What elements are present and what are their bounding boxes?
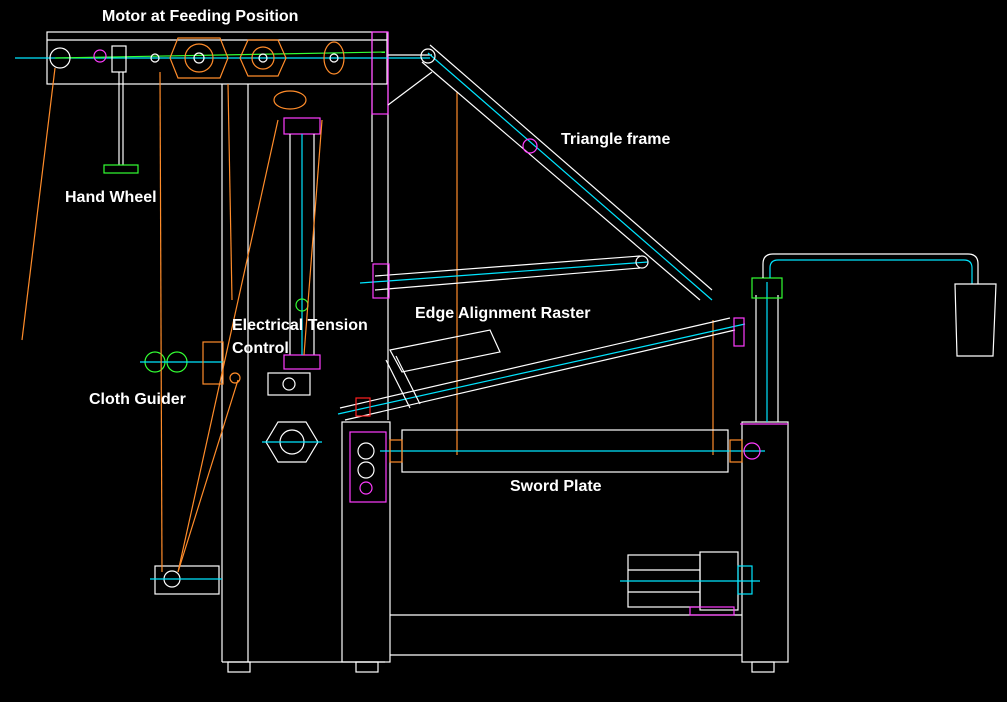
drive-gear bbox=[262, 421, 322, 463]
fabric-path bbox=[21, 67, 714, 573]
label-motor-feeding: Motor at Feeding Position bbox=[102, 8, 299, 25]
feed-column bbox=[371, 31, 389, 420]
drive-motor bbox=[620, 551, 760, 616]
raster-beam bbox=[337, 317, 746, 421]
label-cloth-guider: Cloth Guider bbox=[89, 391, 186, 408]
motor-pulley bbox=[169, 37, 229, 79]
label-tension-line1: Electrical Tension bbox=[232, 317, 368, 334]
right-upright bbox=[751, 253, 997, 422]
small-bearing bbox=[150, 53, 160, 63]
cloth-guider bbox=[140, 341, 241, 385]
label-hand-wheel: Hand Wheel bbox=[65, 189, 157, 206]
idler-wheel bbox=[323, 41, 345, 75]
edge-alignment-arm bbox=[359, 255, 649, 299]
machine-body bbox=[341, 421, 789, 673]
label-tension-line2: Control bbox=[232, 340, 289, 357]
label-edge-alignment: Edge Alignment Raster bbox=[415, 305, 591, 322]
label-triangle-frame: Triangle frame bbox=[561, 131, 671, 148]
label-sword-plate: Sword Plate bbox=[510, 478, 602, 495]
triangle-frame bbox=[387, 44, 713, 301]
secondary-pulley bbox=[239, 39, 287, 77]
bottom-roller-block bbox=[150, 565, 222, 595]
feed-drive-line bbox=[54, 51, 386, 59]
sword-plate bbox=[357, 429, 765, 495]
left-column bbox=[221, 84, 385, 673]
tension-column bbox=[267, 90, 321, 396]
end-roller bbox=[49, 47, 71, 69]
hand-wheel bbox=[93, 45, 139, 174]
